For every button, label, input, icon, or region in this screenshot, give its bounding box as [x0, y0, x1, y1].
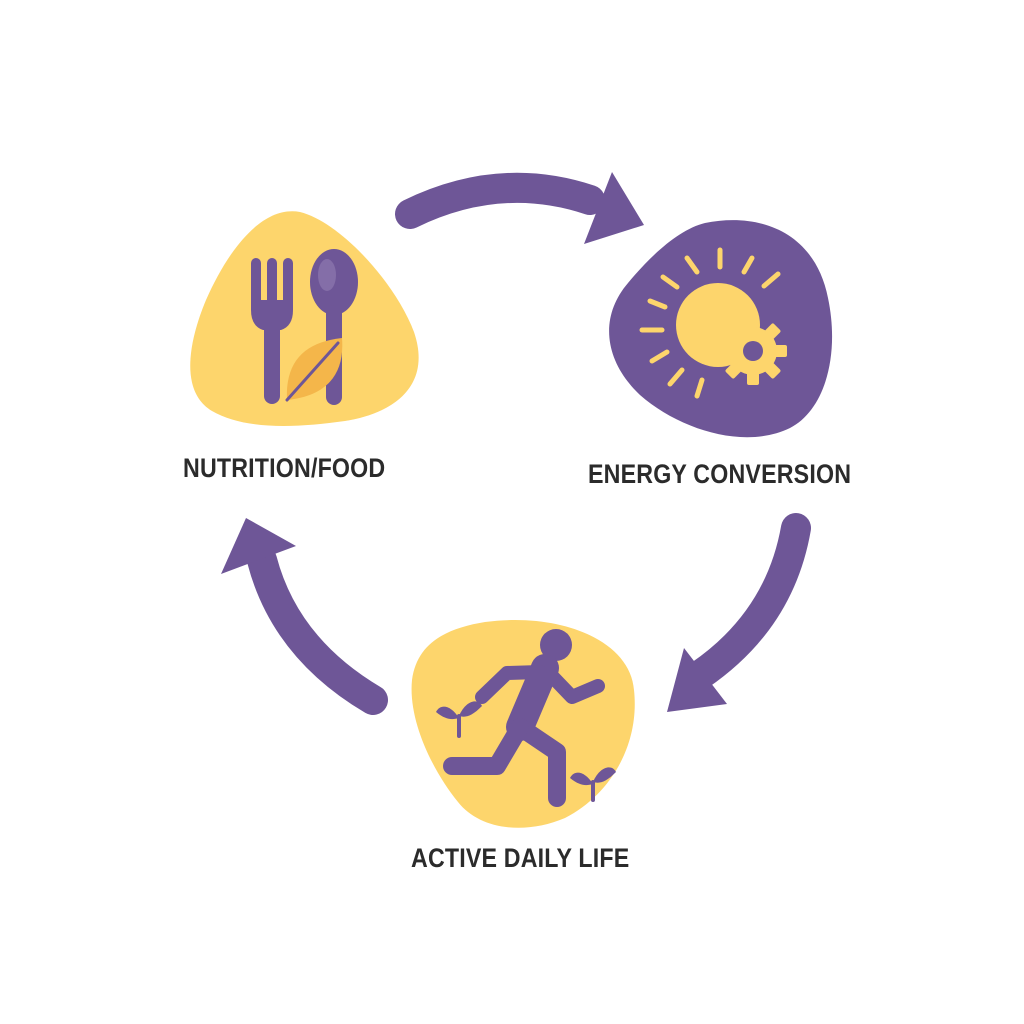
node-energy: [609, 220, 833, 438]
sprout-left-icon: [436, 701, 482, 738]
node-nutrition: [190, 211, 419, 426]
fork-spoon-leaf-icon: [251, 249, 358, 405]
running-person-icon: [443, 629, 605, 807]
arrow-energy-to-active: [667, 513, 811, 712]
node-label-energy: ENERGY CONVERSION: [588, 459, 852, 489]
sprout-right-icon: [570, 767, 616, 802]
node-label-nutrition: NUTRITION/FOOD: [183, 453, 386, 483]
node-nutrition-blob: [190, 211, 419, 426]
node-label-active: ACTIVE DAILY LIFE: [411, 843, 630, 873]
arrow-active-to-nutrition: [221, 518, 388, 715]
sun-gear-icon: [639, 247, 787, 399]
arrow-nutrition-to-energy: [395, 172, 644, 244]
node-active: [411, 619, 635, 828]
